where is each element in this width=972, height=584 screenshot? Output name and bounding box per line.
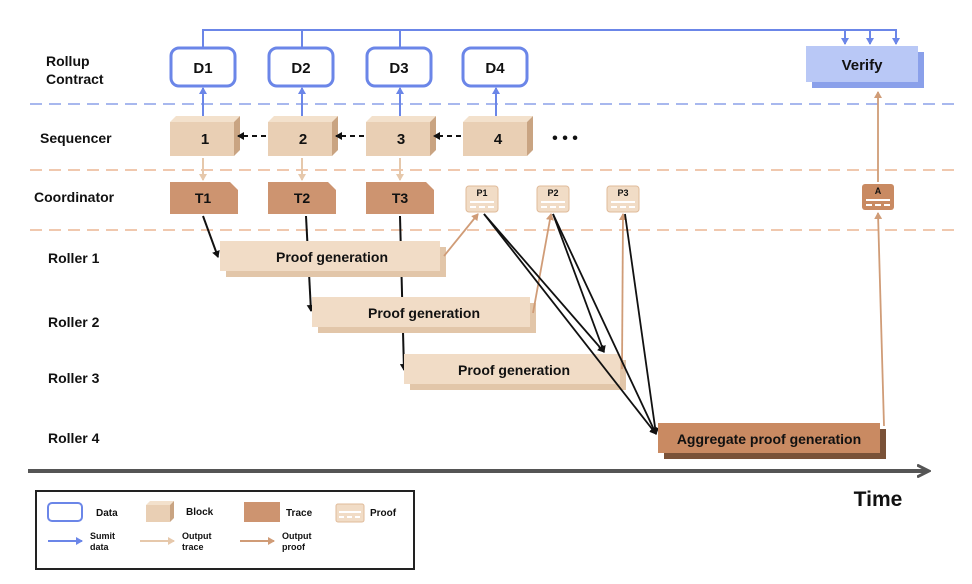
trace-t1: T1 — [170, 182, 238, 214]
svg-text:Aggregate proof generation: Aggregate proof generation — [677, 431, 861, 447]
proof-icon-p3: P3 — [606, 185, 640, 213]
row-label-roller-3: Roller 3 — [48, 370, 100, 386]
data-box-label: D4 — [485, 60, 505, 77]
trace-label: T2 — [294, 190, 311, 206]
submit-data-arrows — [199, 87, 500, 118]
legend-block-icon — [146, 501, 174, 522]
svg-text:Proof generation: Proof generation — [458, 362, 570, 378]
aggregate-proof-generation-bar: Aggregate proof generation — [658, 423, 886, 459]
block-2: 2 — [268, 116, 338, 156]
sequencer-ellipsis: • • • — [552, 130, 578, 147]
proof-generation-bar-roller-3: Proof generation — [404, 354, 626, 390]
svg-text:Proof generation: Proof generation — [368, 305, 480, 321]
legend-data-label: Data — [96, 508, 118, 519]
verify-box: Verify — [806, 46, 924, 88]
svg-text:P2: P2 — [547, 188, 558, 198]
row-label-roller-4: Roller 4 — [48, 430, 100, 446]
block-label: 4 — [494, 131, 503, 148]
verify-label: Verify — [842, 57, 884, 74]
block-1: 1 — [170, 116, 240, 156]
data-box-label: D3 — [389, 60, 408, 77]
legend-output-trace-label-2: trace — [182, 542, 204, 552]
data-box-d1: D1 — [169, 46, 237, 88]
trace-label: T3 — [392, 190, 409, 206]
row-label-sequencer: Sequencer — [40, 130, 112, 146]
legend-proof-label: Proof — [370, 508, 397, 519]
legend-submit-label-1: Sumit — [90, 531, 115, 541]
aggregate-proof-icon: A — [862, 184, 894, 210]
row-label-coordinator: Coordinator — [34, 189, 115, 205]
output-proof-arrows — [443, 91, 885, 427]
trace-label: T1 — [195, 190, 212, 206]
block-3: 3 — [366, 116, 436, 156]
block-label: 3 — [397, 131, 405, 148]
data-box-d2: D2 — [267, 46, 335, 88]
data-box-label: D2 — [291, 60, 310, 77]
legend-data-icon — [47, 502, 83, 522]
legend-proof-icon — [335, 503, 365, 523]
legend-block-label: Block — [186, 507, 214, 518]
svg-text:A: A — [875, 186, 882, 196]
row-label-contract: Contract — [46, 71, 104, 87]
proof-generation-bar-roller-2: Proof generation — [312, 297, 536, 333]
legend-output-trace-label-1: Output — [182, 531, 212, 541]
legend: Data Block Trace Proof Sumit data Output… — [35, 490, 415, 570]
legend-output-proof-label-2: proof — [282, 542, 306, 552]
proof-generation-bar-roller-1: Proof generation — [220, 241, 446, 277]
row-label-rollup: Rollup — [46, 53, 90, 69]
data-box-d3: D3 — [365, 46, 433, 88]
block-label: 1 — [201, 131, 209, 148]
data-box-label: D1 — [193, 60, 212, 77]
svg-text:Proof generation: Proof generation — [276, 249, 388, 265]
assign-trace-arrows — [202, 215, 408, 371]
legend-output-proof-label-1: Output — [282, 531, 312, 541]
row-label-roller-2: Roller 2 — [48, 314, 100, 330]
output-trace-arrows — [199, 158, 404, 181]
svg-text:P1: P1 — [476, 188, 487, 198]
block-label: 2 — [299, 131, 307, 148]
legend-trace-icon — [244, 502, 280, 522]
data-box-d4: D4 — [461, 46, 529, 88]
time-label: Time — [854, 488, 903, 511]
submit-data-bus — [202, 29, 900, 48]
legend-submit-label-2: data — [90, 542, 110, 552]
trace-t3: T3 — [366, 182, 434, 214]
aggregate-input-arrows — [483, 213, 660, 435]
proof-icon-p1: P1 — [465, 185, 499, 213]
block-4: 4 — [463, 116, 533, 156]
proof-icon-p2: P2 — [536, 185, 570, 213]
svg-text:P3: P3 — [617, 188, 628, 198]
row-label-roller-1: Roller 1 — [48, 250, 100, 266]
trace-t2: T2 — [268, 182, 336, 214]
legend-trace-label: Trace — [286, 508, 313, 519]
